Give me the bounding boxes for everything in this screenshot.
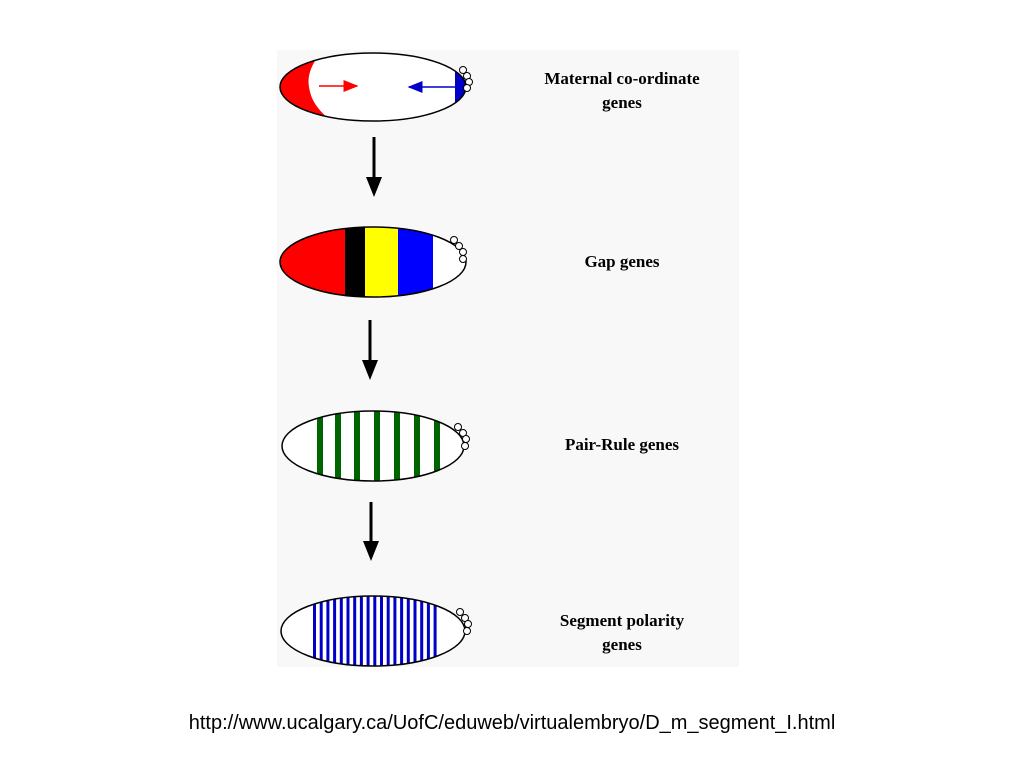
gap-band-black	[345, 227, 365, 297]
segment-polarity-stripe	[359, 596, 363, 666]
segment-polarity-stripe	[346, 596, 350, 666]
segment-polarity-stripe	[406, 596, 410, 666]
segment-polarity-stripe	[319, 596, 323, 666]
stage-label-gap: Gap genes	[584, 252, 660, 271]
segment-polarity-stripe	[433, 596, 437, 666]
pair-rule-stripe	[354, 411, 360, 481]
segment-polarity-stripe	[339, 596, 343, 666]
gene-hierarchy-diagram	[279, 52, 473, 667]
segment-polarity-stripe	[353, 596, 357, 666]
segment-polarity-stripe	[393, 596, 397, 666]
pair-rule-stripe	[434, 411, 440, 481]
stage-label-maternal: Maternal co-ordinate genes	[544, 69, 700, 112]
segment-polarity-stripe	[400, 596, 404, 666]
pair-rule-stripe	[374, 411, 380, 481]
maternal-posterior-gradient	[455, 53, 466, 121]
gap-band-yellow	[365, 227, 398, 297]
pair-rule-stripes	[317, 411, 440, 481]
maternal-embryo	[279, 52, 473, 122]
pair-rule-stripe	[335, 411, 341, 481]
segment-polarity-stripes	[313, 596, 437, 666]
segment-polarity-stripe	[420, 596, 424, 666]
gap-band-red	[280, 227, 345, 297]
segment-polarity-embryo	[280, 595, 472, 667]
segment-polarity-stripe	[313, 596, 316, 666]
stage-label-pair-rule: Pair-Rule genes	[564, 435, 680, 454]
segment-polarity-stripe	[373, 596, 377, 666]
figure-panel: Maternal co-ordinate genes Gap genes Pai…	[277, 50, 739, 667]
pole-cells-icon	[450, 236, 467, 263]
gap-embryo	[279, 226, 467, 298]
pole-cells-icon	[459, 66, 473, 92]
pole-cells-icon	[456, 608, 472, 635]
stage-label-segment-polarity: Segment polarity genes	[559, 611, 685, 654]
gap-band-blue	[398, 227, 433, 297]
pole-cells-icon	[454, 423, 470, 450]
down-arrow-3	[363, 502, 379, 561]
pair-rule-stripe	[414, 411, 420, 481]
segment-polarity-stripe	[413, 596, 417, 666]
segment-polarity-stripe	[326, 596, 330, 666]
segment-polarity-stripe	[426, 596, 430, 666]
down-arrow-1	[366, 137, 382, 197]
segment-polarity-stripe	[366, 596, 370, 666]
gap-band-white	[433, 227, 466, 297]
segment-polarity-stripe	[386, 596, 390, 666]
down-arrow-2	[362, 320, 378, 380]
pair-rule-embryo	[281, 410, 470, 482]
segment-polarity-stripe	[333, 596, 337, 666]
segment-polarity-stripe	[380, 596, 383, 666]
pair-rule-stripe	[394, 411, 400, 481]
pair-rule-stripe	[317, 411, 323, 481]
source-url: http://www.ucalgary.ca/UofC/eduweb/virtu…	[188, 712, 836, 734]
